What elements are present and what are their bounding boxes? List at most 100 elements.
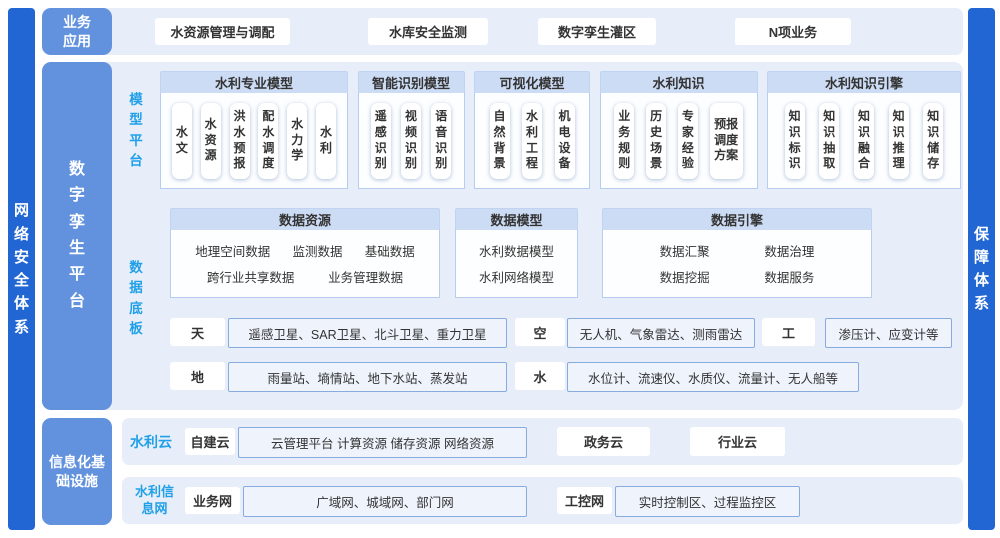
- sensing-ground-label: 地: [190, 369, 204, 385]
- data-resource-title: 数据资源: [170, 208, 440, 230]
- model-pill: 机电设备: [554, 102, 575, 179]
- model-pill: 知识标识: [784, 102, 805, 179]
- model-pill: 水力学: [287, 102, 308, 179]
- model-pill: 水文: [171, 102, 192, 179]
- industry-cloud-box: 行业云: [690, 427, 785, 456]
- data-model-box: 数据模型 水利数据模型 水利网络模型: [455, 208, 578, 298]
- water-cloud-row: 水利云 自建云 云管理平台 计算资源 储存资源 网络资源 政务云 行业云: [122, 418, 963, 465]
- sensing-air-label-box: 空: [515, 318, 565, 346]
- infrastructure-label: 信息化基础设施: [49, 453, 105, 489]
- group-visualization-models: 可视化模型 自然背景 水利工程 机电设备: [474, 71, 590, 189]
- sensing-ground-content-box: 雨量站、墒情站、地下水站、蒸发站: [228, 362, 507, 392]
- industrial-control-network-box: 工控网: [557, 487, 612, 514]
- model-pill: 自然背景: [489, 102, 510, 179]
- sensing-ground-label-box: 地: [170, 362, 225, 390]
- model-pill: 业务规则: [614, 102, 635, 179]
- guarantee-system-bar: 保障体系: [968, 8, 995, 530]
- digital-twin-platform-label-box: 数字孪生平台: [42, 62, 112, 410]
- government-cloud-label: 政务云: [583, 435, 623, 450]
- group-body: 自然背景 水利工程 机电设备: [474, 93, 590, 189]
- network-security-label: 网络安全体系: [13, 202, 29, 336]
- app-reservoir-safety-label: 水库安全监测: [388, 25, 467, 40]
- app-n-services-label: N项业务: [768, 25, 818, 40]
- sensing-sky-content: 遥感卫星、SAR卫星、北斗卫星、重力卫星: [248, 327, 487, 342]
- guarantee-system-label: 保障体系: [973, 225, 989, 313]
- sensing-engineering-label-box: 工: [762, 318, 815, 346]
- group-title: 水利知识引擎: [767, 71, 961, 93]
- app-water-resource-box: 水资源管理与调配: [155, 18, 290, 45]
- sensing-air-label: 空: [533, 325, 547, 341]
- app-reservoir-safety-box: 水库安全监测: [368, 18, 488, 45]
- app-digital-twin-irrigation-box: 数字孪生灌区: [538, 18, 656, 45]
- data-model-body: 水利数据模型 水利网络模型: [455, 230, 578, 298]
- data-model-items: 水利数据模型 水利网络模型: [478, 245, 554, 285]
- group-title: 水利知识: [599, 71, 758, 93]
- group-title: 可视化模型: [474, 71, 590, 93]
- business-network-box: 业务网: [185, 487, 240, 514]
- industrial-control-network-content-box: 实时控制区、过程监控区: [615, 486, 800, 517]
- sensing-water-label: 水: [533, 369, 547, 385]
- water-info-network-label-wrap: 水利信息网: [127, 477, 182, 524]
- model-platform-label: 模型平台: [129, 92, 143, 168]
- sensing-sky-label: 天: [190, 325, 204, 341]
- industrial-control-network-label: 工控网: [564, 494, 604, 509]
- group-body: 知识标识 知识抽取 知识融合 知识推理 知识储存: [767, 93, 961, 189]
- model-pill: 历史场景: [646, 102, 667, 179]
- data-engine-body: 数据汇聚 数据治理 数据挖掘 数据服务: [602, 230, 872, 298]
- data-engine-title: 数据引擎: [602, 208, 872, 230]
- model-pill: 知识抽取: [819, 102, 840, 179]
- digital-twin-platform-label: 数字孪生平台: [68, 160, 85, 310]
- model-pill: 水资源: [200, 102, 221, 179]
- sensing-sky-label-box: 天: [170, 318, 225, 346]
- water-cloud-label: 水利云: [130, 433, 172, 450]
- digital-twin-platform-panel: 数字孪生平台 模型平台 水利专业模型 水文 水资源 洪水预报 配水调度 水力学 …: [42, 62, 963, 410]
- app-digital-twin-irrigation-label: 数字孪生灌区: [557, 25, 636, 40]
- model-pill: 遥感识别: [370, 102, 391, 179]
- model-pill: 水利: [316, 102, 337, 179]
- data-engine-row: 数据汇聚 数据治理: [659, 245, 815, 259]
- data-model-title: 数据模型: [455, 208, 578, 230]
- sensing-ground-content: 雨量站、墒情站、地下水站、蒸发站: [267, 371, 468, 386]
- self-built-cloud-content: 云管理平台 计算资源 储存资源 网络资源: [271, 437, 494, 451]
- data-resource-body: 地理空间数据 监测数据 基础数据 跨行业共享数据 业务管理数据: [170, 230, 440, 298]
- model-pill: 配水调度: [258, 102, 279, 179]
- self-built-cloud-content-box: 云管理平台 计算资源 储存资源 网络资源: [238, 427, 527, 458]
- model-pill: 预报调度方案: [709, 102, 743, 179]
- business-network-label: 业务网: [192, 494, 232, 509]
- sensing-air-content-box: 无人机、气象雷达、测雨雷达: [567, 318, 755, 348]
- sensing-engineering-content-box: 渗压计、应变计等: [825, 318, 952, 348]
- group-intelligent-recognition-models: 智能识别模型 遥感识别 视频识别 语音识别: [357, 71, 465, 189]
- group-body: 业务规则 历史场景 专家经验 预报调度方案: [599, 93, 758, 189]
- sensing-sky-content-box: 遥感卫星、SAR卫星、北斗卫星、重力卫星: [228, 318, 507, 348]
- data-base-label: 数据底板: [129, 260, 143, 336]
- group-title: 水利专业模型: [160, 71, 348, 93]
- business-network-content: 广域网、城域网、部门网: [316, 496, 454, 510]
- group-water-professional-models: 水利专业模型 水文 水资源 洪水预报 配水调度 水力学 水利: [160, 71, 348, 189]
- sensing-water-content-box: 水位计、流速仪、水质仪、流量计、无人船等: [567, 362, 859, 392]
- water-info-network-label: 水利信息网: [134, 484, 174, 516]
- water-info-network-row: 水利信息网 业务网 广域网、城域网、部门网 工控网 实时控制区、过程监控区: [122, 477, 963, 524]
- sensing-air-content: 无人机、气象雷达、测雨雷达: [579, 327, 743, 342]
- model-pill: 知识融合: [853, 102, 874, 179]
- business-apps-label: 业务应用: [63, 13, 91, 49]
- data-engine-box: 数据引擎 数据汇聚 数据治理 数据挖掘 数据服务: [602, 208, 872, 298]
- group-water-knowledge-engine: 水利知识引擎 知识标识 知识抽取 知识融合 知识推理 知识储存: [767, 71, 961, 189]
- data-engine-row: 数据挖掘 数据服务: [659, 271, 815, 285]
- group-water-knowledge: 水利知识 业务规则 历史场景 专家经验 预报调度方案: [599, 71, 758, 189]
- sensing-engineering-content: 渗压计、应变计等: [838, 327, 939, 342]
- model-pill: 视频识别: [401, 102, 421, 179]
- sensing-water-label-box: 水: [515, 362, 565, 390]
- app-water-resource-label: 水资源管理与调配: [170, 25, 275, 40]
- data-resource-row: 地理空间数据 监测数据 基础数据: [195, 245, 415, 259]
- model-pill: 洪水预报: [229, 102, 250, 179]
- group-body: 遥感识别 视频识别 语音识别: [357, 93, 465, 189]
- group-title: 智能识别模型: [357, 71, 465, 93]
- network-security-bar: 网络安全体系: [8, 8, 35, 530]
- model-pill: 知识推理: [888, 102, 909, 179]
- app-n-services-box: N项业务: [735, 18, 851, 45]
- self-built-cloud-label: 自建云: [190, 435, 230, 450]
- model-pill: 知识储存: [923, 102, 944, 179]
- data-resource-box: 数据资源 地理空间数据 监测数据 基础数据 跨行业共享数据 业务管理数据: [170, 208, 440, 298]
- model-pill: 水利工程: [522, 102, 542, 179]
